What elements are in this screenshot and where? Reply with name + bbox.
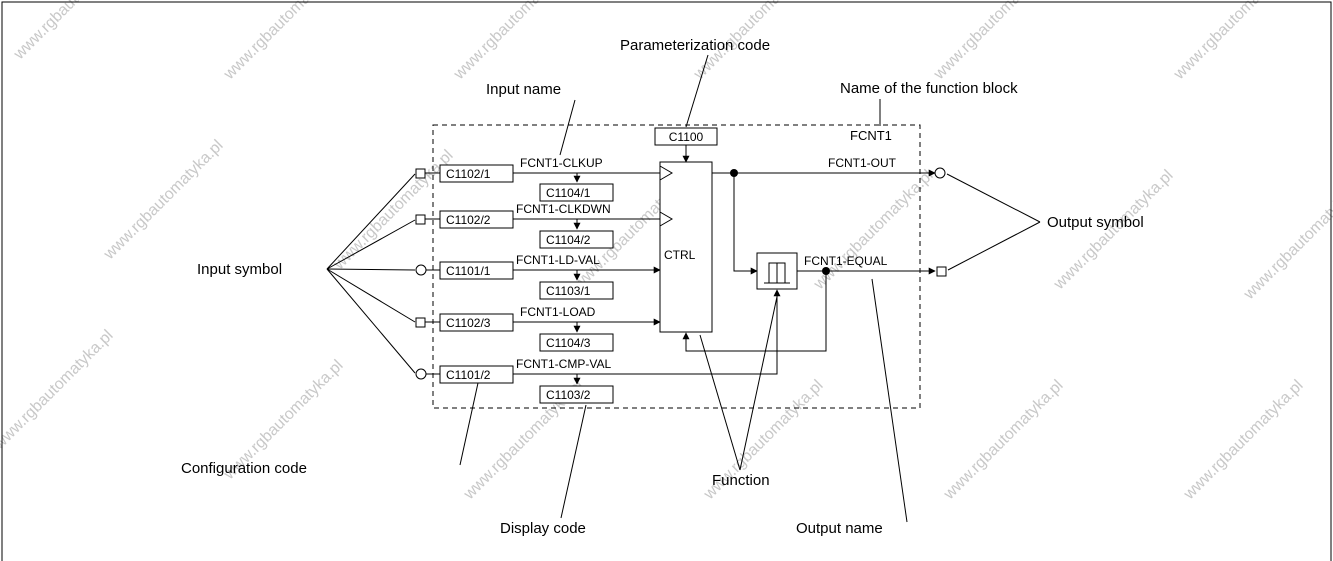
display-code: C1103/1 xyxy=(546,284,591,298)
input-row-load: C1102/3 FCNT1-LOAD C1104/3 xyxy=(415,305,661,352)
watermark: www.rgbautomatyka.pl xyxy=(10,0,137,64)
input-name: FCNT1-CMP-VAL xyxy=(516,357,611,371)
ctrl-block xyxy=(659,161,713,333)
label-function-block-name: Name of the function block xyxy=(840,80,1018,97)
watermark: www.rgbautomatyka.pl xyxy=(330,147,457,274)
display-code-box xyxy=(539,281,614,300)
ctrl-to-comparator xyxy=(733,173,758,275)
display-code: C1104/1 xyxy=(546,186,591,200)
leader-function xyxy=(699,291,779,471)
watermark: www.rgbautomatyka.pl xyxy=(1180,377,1307,504)
output-row-equal: FCNT1-EQUAL xyxy=(682,254,947,352)
input-name: FCNT1-LOAD xyxy=(520,305,596,319)
block-name: FCNT1 xyxy=(850,128,892,143)
watermark: www.rgbautomatyka.pl xyxy=(0,327,117,454)
leader-input-name xyxy=(559,99,576,156)
label-display-code: Display code xyxy=(500,520,586,537)
clock-down-edge xyxy=(659,211,673,227)
input-symbol-square xyxy=(415,317,426,328)
watermark: www.rgbautomatyka.pl xyxy=(100,137,227,264)
input-symbol-circle xyxy=(415,264,427,276)
config-code: C1101/2 xyxy=(446,368,491,382)
config-code: C1102/3 xyxy=(446,316,491,330)
leader-output-symbol xyxy=(946,173,1041,271)
watermark: www.rgbautomatyka.pl xyxy=(1170,0,1297,84)
function-block-boundary xyxy=(432,124,921,409)
display-code: C1104/2 xyxy=(546,233,591,247)
label-output-name: Output name xyxy=(796,520,883,537)
input-row-ld-val: C1101/1 FCNT1-LD-VAL C1103/1 xyxy=(415,253,661,300)
display-code-box xyxy=(539,230,614,249)
input-symbol-square xyxy=(415,214,426,225)
input-name: FCNT1-CLKDWN xyxy=(516,202,611,216)
display-code-box xyxy=(539,385,614,404)
display-code: C1103/2 xyxy=(546,388,591,402)
watermark: www.rgbautomatyka.pl xyxy=(940,377,1067,504)
output-name: FCNT1-OUT xyxy=(828,156,897,170)
comparator-symbol xyxy=(764,262,790,284)
input-name: FCNT1-CLKUP xyxy=(520,156,603,170)
output-name: FCNT1-EQUAL xyxy=(804,254,888,268)
input-symbol-circle xyxy=(415,368,427,380)
config-code: C1101/1 xyxy=(446,264,491,278)
watermark: www.rgbautomatyka.pl xyxy=(450,0,577,84)
config-code: C1102/1 xyxy=(446,167,491,181)
label-input-symbol: Input symbol xyxy=(197,261,282,278)
input-line xyxy=(513,289,781,375)
label-parameterization-code: Parameterization code xyxy=(620,37,770,54)
display-code-box xyxy=(539,333,614,352)
watermark: www.rgbautomatyka.pl xyxy=(1240,177,1333,304)
input-symbol-square xyxy=(415,168,426,179)
label-configuration-code: Configuration code xyxy=(181,460,307,477)
display-code: C1104/3 xyxy=(546,336,591,350)
input-name: FCNT1-LD-VAL xyxy=(516,253,600,267)
input-row-clkdwn: C1102/2 FCNT1-CLKDWN C1104/2 xyxy=(415,202,660,249)
parameter-code: C1100 xyxy=(669,130,704,144)
clock-up-edge xyxy=(659,165,673,181)
label-output-symbol: Output symbol xyxy=(1047,214,1144,231)
label-function: Function xyxy=(712,472,770,489)
display-code-box xyxy=(539,183,614,202)
feedback-line xyxy=(682,271,827,352)
output-row-out: FCNT1-OUT xyxy=(712,156,946,275)
leader-display-code xyxy=(560,404,587,519)
label-input-name: Input name xyxy=(486,81,561,98)
watermark: www.rgbautomatyka.pl xyxy=(930,0,1057,84)
input-row-clkup: C1102/1 FCNT1-CLKUP C1104/1 xyxy=(415,156,660,202)
watermark: www.rgbautomatyka.pl xyxy=(810,167,937,294)
input-row-cmp-val: C1101/2 FCNT1-CMP-VAL C1103/2 xyxy=(415,289,781,404)
leader-configuration-code xyxy=(459,382,479,466)
leader-parameterization xyxy=(685,54,709,128)
output-symbol-circle xyxy=(934,167,946,179)
output-symbol-square xyxy=(936,266,947,277)
config-code: C1102/2 xyxy=(446,213,491,227)
function-label: CTRL xyxy=(664,248,696,262)
leader-input-symbol xyxy=(326,173,416,374)
watermark: www.rgbautomatyka.pl xyxy=(220,0,347,84)
leader-output-name xyxy=(871,278,908,523)
